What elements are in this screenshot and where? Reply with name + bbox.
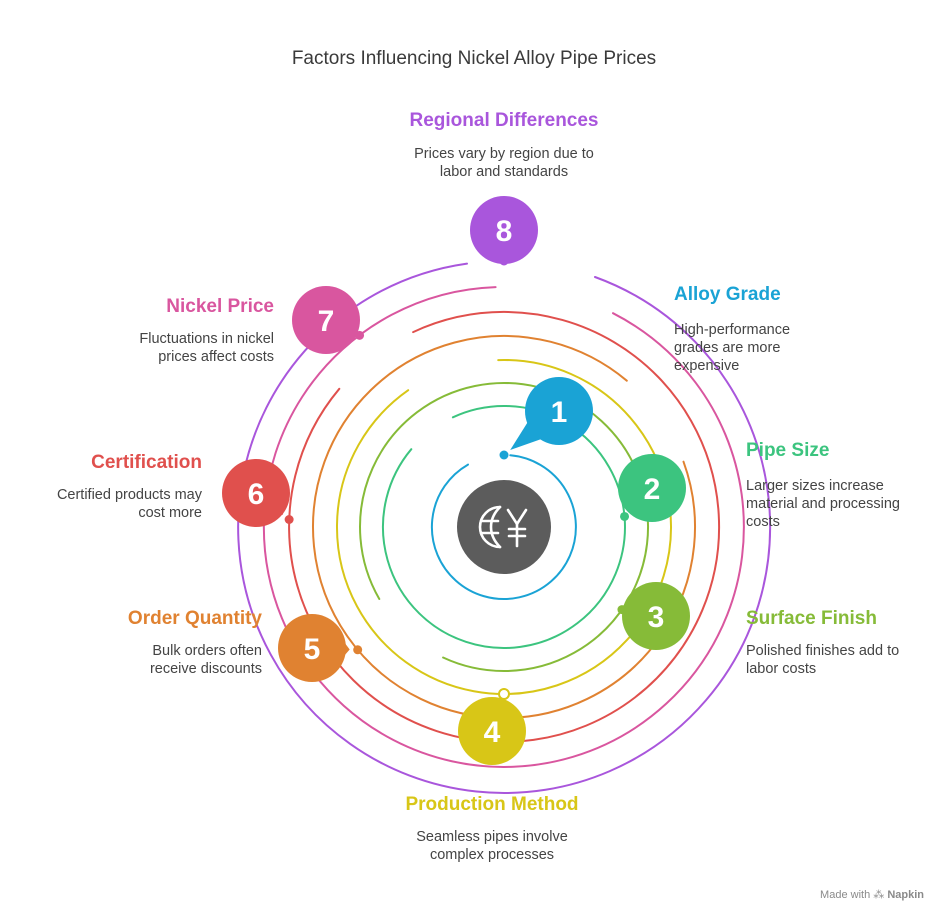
bubble-3-number: 3	[648, 601, 665, 634]
bubble-4-number: 4	[484, 716, 501, 749]
factor-8-title: Regional Differences	[409, 110, 599, 131]
factor-1-title: Alloy Grade	[674, 284, 781, 305]
bubble-1	[525, 377, 593, 445]
bubble-2	[618, 454, 686, 522]
bubble-4	[458, 697, 526, 765]
ring-1	[430, 454, 577, 600]
factor-6-description: Certified products may cost more	[56, 487, 202, 521]
globe-yen-icon	[478, 505, 528, 549]
factor-4-title: Production Method	[405, 794, 579, 815]
ring-4-marker	[498, 688, 510, 700]
ring-1-marker	[499, 450, 509, 460]
bubble-7	[292, 286, 360, 354]
factor-5-description: Bulk orders often receive discounts	[149, 643, 262, 677]
diagram-title: Factors Influencing Nickel Alloy Pipe Pr…	[291, 48, 657, 69]
ring-2-marker	[620, 511, 630, 521]
ring-6	[288, 310, 721, 743]
bubble-7-number: 7	[318, 305, 335, 338]
factor-2-title: Pipe Size	[746, 440, 830, 461]
factor-2-description: Larger sizes increase material and proce…	[746, 478, 900, 530]
factor-1-description: High-performance grades are more expensi…	[674, 322, 791, 374]
factor-3-description: Polished finishes add to labor costs	[746, 643, 900, 677]
bubble-5	[278, 614, 346, 682]
ring-5-marker	[353, 645, 363, 655]
bubble-6	[222, 459, 290, 527]
bubble-8	[470, 196, 538, 264]
bubble-6-number: 6	[248, 478, 265, 511]
bubble-8-number: 8	[496, 215, 513, 248]
factor-8-description: Prices vary by region due to labor and s…	[414, 146, 594, 180]
factor-3-title: Surface Finish	[746, 608, 877, 629]
center-hub	[457, 480, 551, 574]
factor-7-description: Fluctuations in nickel prices affect cos…	[139, 331, 274, 365]
ring-3	[359, 382, 650, 672]
factor-5-title: Order Quantity	[127, 608, 262, 629]
ring-7	[262, 286, 745, 768]
ring-6-marker	[284, 514, 294, 524]
factor-6-title: Certification	[91, 452, 202, 473]
napkin-logo-icon: ⁂	[873, 889, 885, 901]
footer-brand: Napkin	[887, 889, 924, 901]
ring-4	[335, 359, 672, 695]
bubble-5-number: 5	[304, 633, 321, 666]
factor-4-description: Seamless pipes involve complex processes	[416, 829, 568, 863]
footer-prefix: Made with	[820, 889, 871, 901]
footer-credit: Made with ⁂ Napkin	[820, 888, 924, 901]
bubble-3	[622, 582, 690, 650]
bubble-2-number: 2	[644, 473, 661, 506]
ring-8	[237, 262, 772, 794]
factor-7-title: Nickel Price	[166, 296, 274, 317]
bubble-1-number: 1	[551, 396, 568, 429]
bubble-1-pointer	[510, 419, 545, 450]
